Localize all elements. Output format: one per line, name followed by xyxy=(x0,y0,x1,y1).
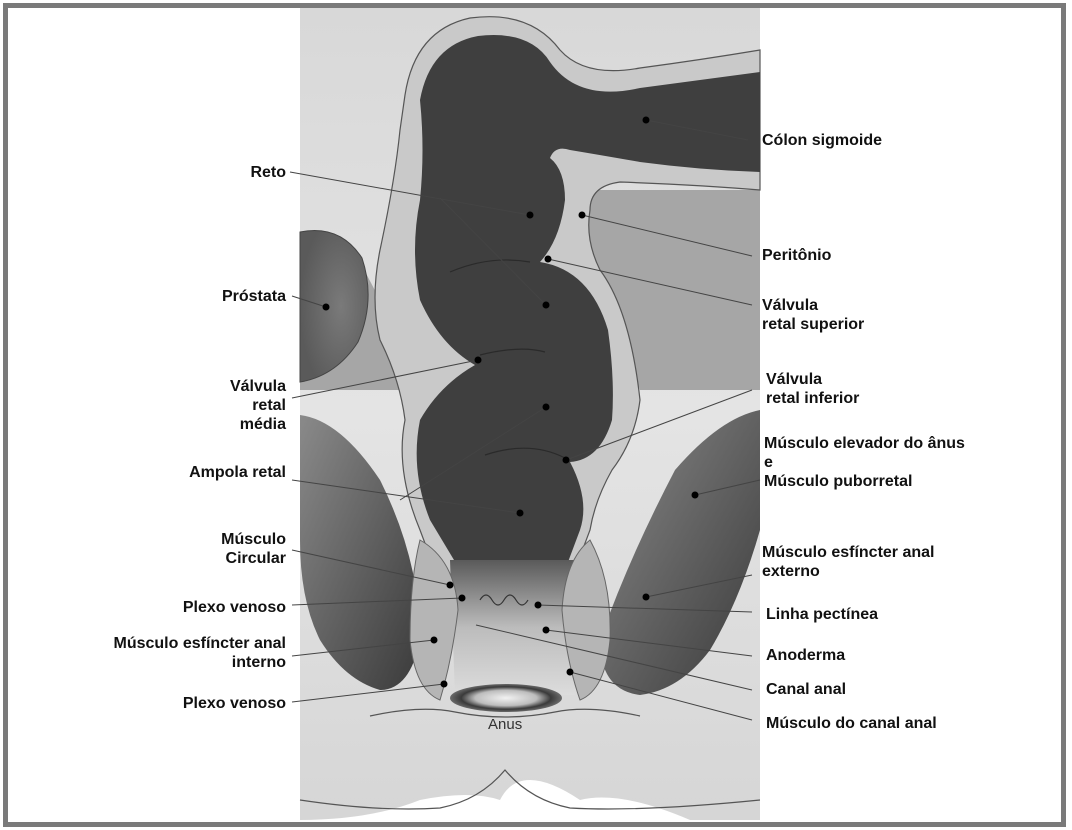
label-prostata: Próstata xyxy=(180,287,286,306)
label-valvula-retal-media: Válvula retal média xyxy=(180,377,286,434)
label-valvula-retal-inferior: Válvula retal inferior xyxy=(766,370,859,408)
label-musculo-circular: Músculo Circular xyxy=(170,530,286,568)
label-anus: Anus xyxy=(488,716,522,733)
label-musculo-esfincter-interno: Músculo esfíncter anal interno xyxy=(60,634,286,672)
label-musculo-elevador: Músculo elevador do ânus e Músculo pubor… xyxy=(764,434,965,491)
label-plexo-venoso-1: Plexo venoso xyxy=(130,598,286,617)
label-plexo-venoso-2: Plexo venoso xyxy=(130,694,286,713)
label-canal-anal: Canal anal xyxy=(766,680,846,699)
label-valvula-retal-superior: Válvula retal superior xyxy=(762,296,864,334)
label-colon-sigmoide: Cólon sigmoide xyxy=(762,131,882,150)
anus-opening xyxy=(450,684,562,712)
label-reto: Reto xyxy=(230,163,286,182)
label-ampola-retal: Ampola retal xyxy=(150,463,286,482)
label-musculo-canal-anal: Músculo do canal anal xyxy=(766,714,937,733)
anal-canal xyxy=(450,560,580,695)
label-anoderma: Anoderma xyxy=(766,646,845,665)
label-musculo-esfincter-externo: Músculo esfíncter anal externo xyxy=(762,543,935,581)
label-peritonio: Peritônio xyxy=(762,246,831,265)
label-linha-pectinea: Linha pectínea xyxy=(766,605,878,624)
